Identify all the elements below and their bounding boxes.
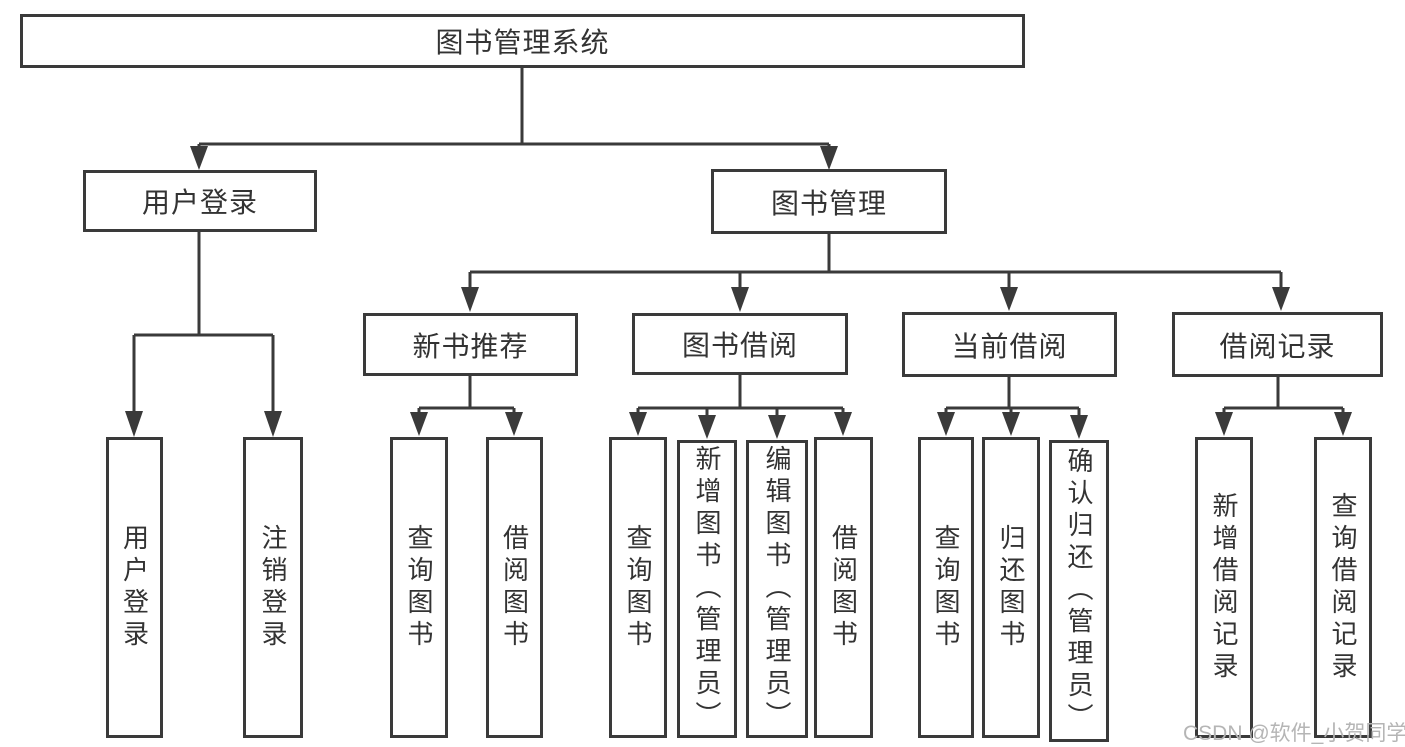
leaf-node-return-books: 归还图书: [982, 437, 1040, 738]
leaf-node-label: 查询借阅记录: [1328, 491, 1358, 684]
leaf-node-label: 查询图书: [931, 523, 961, 652]
leaf-node-query-books-borrow: 查询图书: [609, 437, 667, 738]
branch-node-label: 借阅记录: [1219, 330, 1336, 362]
leaf-node-label: 查询图书: [404, 523, 434, 652]
leaf-node-query-books-recommend: 查询图书: [390, 437, 448, 738]
leaf-node-confirm-return-admin: 确认归还（管理员）: [1049, 440, 1109, 742]
leaf-node-query-books-current: 查询图书: [918, 437, 974, 738]
branch-node-label: 新书推荐: [412, 330, 529, 362]
leaf-node-label: 借阅图书: [499, 523, 530, 652]
branch-node-borrow-records: 借阅记录: [1172, 312, 1383, 377]
leaf-node-label: 新增图书（管理员）: [692, 445, 722, 733]
branch-node-book-borrow: 图书借阅: [632, 313, 848, 375]
branch-node-label: 当前借阅: [951, 330, 1068, 362]
branch-node-book-management: 图书管理: [711, 169, 947, 234]
branch-node-new-book-recommend: 新书推荐: [363, 313, 578, 376]
arrowhead-icons: [125, 146, 1352, 439]
branch-node-label: 图书借阅: [681, 330, 798, 361]
leaf-node-label: 编辑图书（管理员）: [762, 445, 792, 733]
branch-node-current-borrow: 当前借阅: [902, 312, 1117, 377]
branch-node-label: 用户登录: [141, 187, 258, 218]
leaf-node-label: 借阅图书: [828, 523, 859, 652]
leaf-node-label: 注销登录: [258, 523, 288, 652]
leaf-node-label: 查询图书: [623, 523, 653, 652]
leaf-node-borrow-books-recommend: 借阅图书: [486, 437, 543, 738]
leaf-node-label: 新增借阅记录: [1209, 491, 1239, 684]
root-node-label: 图书管理系统: [435, 27, 610, 58]
csdn-watermark: CSDN @软件_小贺同学: [1183, 722, 1405, 745]
root-node-library-system: 图书管理系统: [20, 14, 1025, 68]
leaf-node-edit-books-admin: 编辑图书（管理员）: [746, 440, 808, 738]
leaf-node-query-borrow-record: 查询借阅记录: [1314, 437, 1372, 738]
leaf-node-borrow-books: 借阅图书: [814, 437, 873, 738]
leaf-node-user-login: 用户登录: [106, 437, 163, 738]
leaf-node-label: 确认归还（管理员）: [1064, 447, 1094, 735]
branch-node-label: 图书管理: [770, 187, 887, 219]
leaf-node-label: 用户登录: [119, 523, 150, 652]
leaf-node-logout: 注销登录: [243, 437, 303, 738]
leaf-node-add-borrow-record: 新增借阅记录: [1195, 437, 1253, 738]
branch-node-user-login: 用户登录: [83, 170, 317, 232]
leaf-node-add-books-admin: 新增图书（管理员）: [677, 440, 737, 738]
leaf-node-label: 归还图书: [996, 523, 1026, 652]
